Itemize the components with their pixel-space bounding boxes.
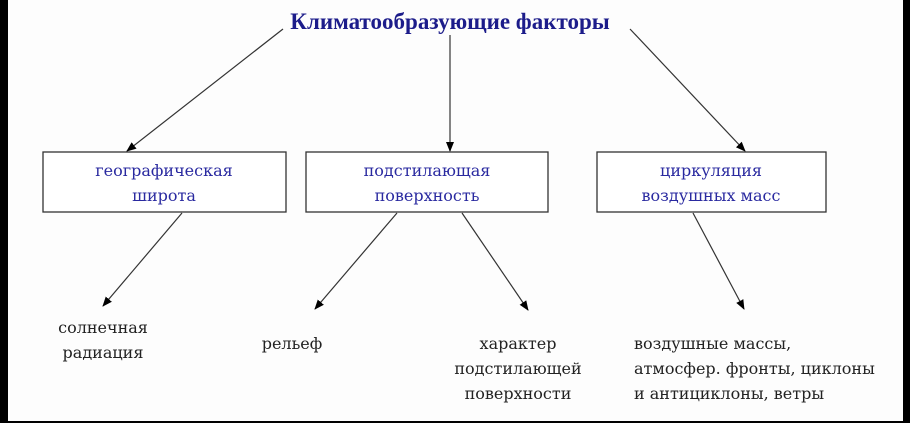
effect-label: и антициклоны, ветры	[634, 384, 824, 403]
effect-label: атмосфер. фронты, циклоны	[634, 359, 875, 378]
arrow-surface-to-character	[461, 212, 529, 311]
arrow-latitude-to-radiation	[102, 212, 183, 307]
factor-box-latitude: географическая широта	[42, 151, 287, 213]
arrow-circulation-to-masses	[692, 212, 745, 310]
factor-label: географическая	[95, 161, 232, 180]
effect-radiation: солнечная радиация	[58, 318, 148, 362]
effect-label: воздушные массы,	[634, 334, 791, 353]
effect-circulation: воздушные массы, атмосфер. фронты, цикло…	[634, 334, 875, 403]
factor-label: поверхность	[375, 186, 480, 205]
effect-label: подстилающей	[454, 359, 581, 378]
arrow-surface-to-relief	[314, 212, 398, 310]
factor-label: циркуляция	[660, 161, 762, 180]
arrow-title-to-circulation	[629, 28, 746, 152]
effect-label: характер	[480, 334, 557, 353]
effect-relief: рельеф	[262, 334, 323, 353]
diagram-title: Климатообразующие факторы	[290, 9, 609, 34]
factor-label: широта	[132, 186, 196, 205]
arrow-title-to-latitude	[126, 28, 284, 152]
factor-label: подстилающая	[364, 161, 491, 180]
factor-label: воздушных масс	[642, 186, 781, 205]
effect-label: поверхности	[465, 384, 572, 403]
factor-box-surface: подстилающая поверхность	[305, 151, 549, 213]
effect-surface-character: характер подстилающей поверхности	[454, 334, 581, 403]
effect-label: рельеф	[262, 334, 323, 353]
effect-label: солнечная	[58, 318, 148, 337]
effect-label: радиация	[63, 343, 144, 362]
factor-box-circulation: циркуляция воздушных масс	[596, 151, 827, 213]
